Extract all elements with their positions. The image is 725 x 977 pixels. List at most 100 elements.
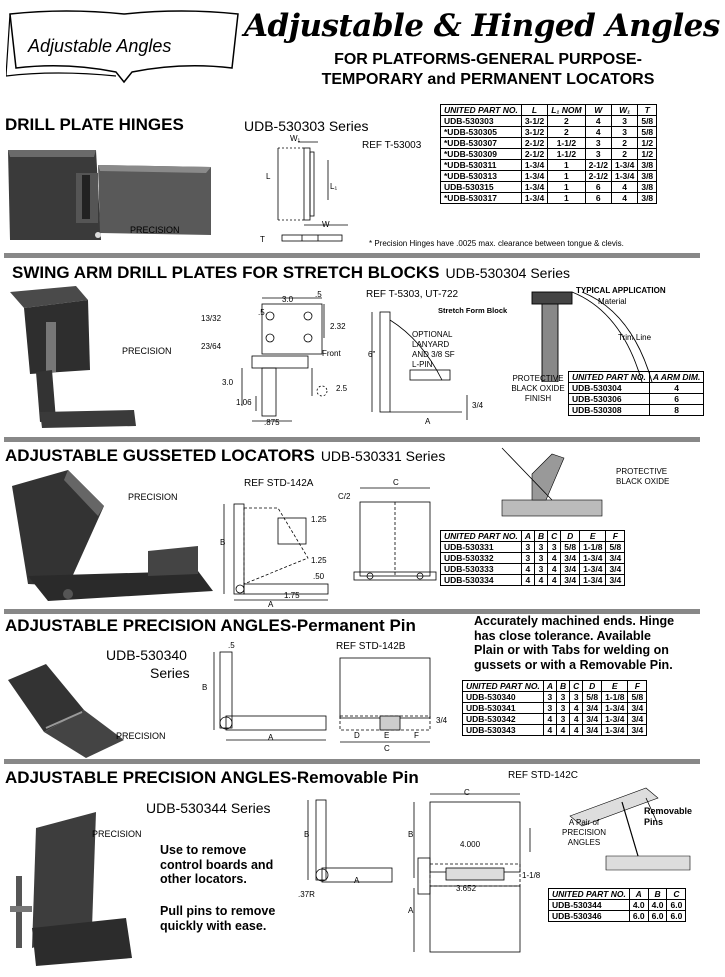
table-cell: 5/8 [560, 541, 581, 553]
section-title-removable-pin: ADJUSTABLE PRECISION ANGLES-Removable Pi… [5, 768, 419, 787]
section-title-text: ADJUSTABLE GUSSETED LOCATORS [5, 446, 315, 465]
finish-line: PROTECTIVE [512, 374, 564, 383]
dim-c: C [393, 478, 399, 487]
page-subtitle: FOR PLATFORMS-GENERAL PURPOSE- TEMPORARY… [298, 50, 678, 90]
table-cell: 3 [533, 563, 549, 575]
table-header-cell: A [542, 680, 557, 692]
dim-b: B [220, 538, 226, 547]
dim-0-5: .5 [315, 290, 322, 299]
section-title-swing-arm: SWING ARM DRILL PLATES FOR STRETCH BLOCK… [12, 263, 570, 283]
table-cell: 3/4 [582, 713, 603, 725]
table-cell: 4.0 [628, 899, 649, 911]
table-header-cell: C [666, 888, 687, 900]
lanyard-drawing [371, 311, 468, 420]
table-cell: 4 [542, 724, 557, 736]
dim-3-652: 3.652 [456, 884, 477, 893]
table-cell: 4 [520, 574, 535, 586]
banner-scroll-shape [6, 10, 239, 84]
series-label: UDB-530303 Series [244, 118, 369, 134]
section-divider [4, 609, 700, 614]
table-cell: *UDB-530307 [440, 137, 522, 149]
table-cell: 1-3/4 [601, 702, 629, 714]
section-title-drill-plate-hinges: DRILL PLATE HINGES [5, 115, 184, 134]
table-cell: UDB-530346 [548, 910, 630, 922]
permanent-pin-drawing-side [213, 651, 327, 741]
dim-b: B [304, 830, 310, 839]
dim-l: L [266, 172, 271, 181]
permanent-pin-photo [8, 664, 124, 758]
use-text-line: Use to remove [160, 843, 247, 857]
table-cell: 5/8 [582, 691, 603, 703]
dim-b2: B [408, 830, 414, 839]
banner-text: Adjustable Angles [28, 36, 172, 56]
subtitle-line-2: TEMPORARY and PERMANENT LOCATORS [321, 71, 655, 88]
dim-0-5: .5 [228, 641, 235, 650]
table-cell: 3 [520, 552, 535, 564]
gusseted-drawing-end [353, 487, 437, 581]
table-cell: 1-1/2 [547, 137, 586, 149]
table-cell: 1 [547, 159, 586, 171]
table-cell: 3/4 [605, 574, 626, 586]
table-header-cell: D [582, 680, 603, 692]
table-cell: 3/4 [560, 552, 581, 564]
table-header-cell: C [547, 530, 562, 542]
description-line: Accurately machined ends. Hinge [474, 614, 675, 628]
dim-e: E [384, 731, 390, 740]
lanyard-line: L-PIN [412, 360, 433, 369]
removable-pins-line: Pins [644, 817, 664, 827]
precision-footnote: * Precision Hinges have .0025 max. clear… [369, 239, 624, 248]
table-cell: 1 [547, 181, 586, 193]
protective-finish-label: PROTECTIVE BLACK OXIDE [616, 467, 669, 487]
permanent-pin-description: Accurately machined ends. Hinge has clos… [474, 614, 674, 672]
precision-label: PRECISION [116, 731, 166, 741]
ref-label: REF STD-142C [508, 770, 579, 781]
table-header-cell: F [605, 530, 626, 542]
table-cell: 3 [542, 702, 557, 714]
dim-1-06: 1.06 [236, 398, 252, 407]
swing-arm-photo [10, 286, 136, 428]
table-cell: 3 [555, 691, 571, 703]
table-cell: 1-3/4 [520, 192, 549, 204]
use-text-line: other locators. [160, 872, 247, 886]
swing-arm-drawing [241, 297, 328, 422]
table-cell: 3/8 [637, 181, 658, 193]
ref-label: REF T-5303, UT-722 [366, 289, 459, 300]
table-cell: 5/8 [627, 691, 648, 703]
table-header-cell: E [601, 680, 629, 692]
table-cell: 6 [584, 192, 612, 204]
table-cell: 3 [555, 702, 571, 714]
dim-3-4: 3/4 [472, 401, 484, 410]
stretch-form-block-label: Stretch Form Block [438, 306, 508, 315]
dim-a2: A [408, 906, 414, 915]
table-cell: 1-3/4 [579, 574, 607, 586]
table-header-cell: W₁ [610, 104, 639, 116]
use-text: Use to remove control boards and other l… [160, 843, 273, 887]
table-cell: 5/8 [637, 115, 658, 127]
table-cell: 3 [533, 552, 549, 564]
table-cell: 3 [610, 115, 639, 127]
series-label-2: Series [150, 665, 190, 681]
dim-0-875: .875 [264, 418, 280, 427]
table-header-cell: B [647, 888, 668, 900]
table-header-cell: E [579, 530, 607, 542]
removable-pins-line: Removable [644, 806, 693, 816]
table-cell: 1/2 [637, 148, 658, 160]
table-cell: 4 [584, 115, 612, 127]
table-cell: UDB-530332 [440, 552, 522, 564]
table-header-cell: UNITED PART NO. [548, 888, 630, 900]
table-cell: 3/4 [627, 724, 648, 736]
